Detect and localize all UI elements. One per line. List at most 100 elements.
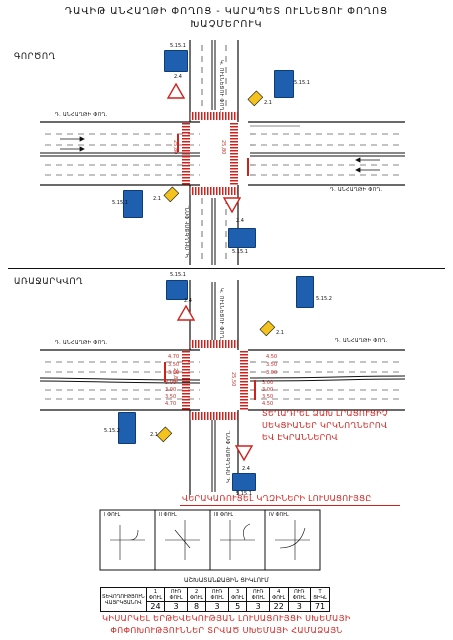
crosswalk [182,122,190,185]
yield-sign-icon [222,197,242,214]
bottom-panel-label: ԱՌԱՋԱՐԿՎՈՂ [14,277,83,287]
road-label: Կ. ՈՒԼՆԵՑՈՒ ՓՈՂ. [218,60,224,113]
width-label: 25,80 [172,368,178,383]
crosswalk [190,187,238,195]
width-label: 25,50 [230,372,236,387]
crosswalk [230,122,238,185]
yield-sign-icon [234,445,254,462]
width-label: 25,80 [172,140,178,155]
lane-width: 4.50 [262,401,274,407]
lane-width: 3.00 [165,387,177,393]
sign-id: 5.15.1 [232,249,248,255]
lane-direction-sign-icon [123,190,143,218]
timing-header: 1 ՓՈՒԼ [145,587,166,602]
timing-value: 71 [309,601,331,612]
lane-width: 4.50 [266,354,278,360]
sign-id: 5.15.1 [112,200,128,206]
traffic-light-icon [163,90,264,203]
sign-id: 2.1 [153,196,161,202]
yield-sign-icon [176,304,196,321]
sign-id: 5.15.1 [170,272,186,278]
lane-direction-sign-icon [228,228,256,248]
phase-label: I ՓՈՒԼ [104,512,121,518]
timing-value: 8 [186,601,207,612]
road-label: Կ. ՈՒԼՆԵՑՈՒ ՓՈՂ. [185,205,191,258]
timing-table: ՏԵՎՈՂՈՒԹՅՈՒՆ ՎԱՅՐԿՅԱՆՈՎ 1 ՓՈՒԼ ՈՒՌ ՓՈՒԼ … [100,587,331,612]
road-label: Կ. ՈՒԼՆԵՑՈՒ ՓՈՂ. [218,288,224,341]
lane-width: 3.50 [262,394,274,400]
phase-label: IV ՓՈՒԼ [269,512,289,518]
road-label: Դ. ԱՆՀԱՂԹԻ ՓՈՂ. [55,112,108,118]
yield-sign-icon [166,82,186,99]
panel-divider [8,268,445,269]
sign-id: 2.1 [276,330,284,336]
lane-width: 3.00 [165,380,177,386]
sign-id: 2.4 [242,466,250,472]
sign-id: 2.4 [184,298,192,304]
annotation-text: ՏԵՂԱԴՐԵԼ ՁԱԽ ԼՐԱՑՈՒՑԻՉ [262,409,388,418]
sign-id: 2.1 [264,100,272,106]
phase-label: III ՓՈՒԼ [214,512,234,518]
road-label: Դ. ԱՆՀԱՂԹԻ ՓՈՂ. [330,187,383,193]
phase-label: II ՓՈՒԼ [159,512,177,518]
sign-id: 5.15.2 [316,296,332,302]
sign-id: 2.4 [174,74,182,80]
lane-width: 3.50 [168,362,180,368]
timing-header: T ՑԻԿԼ [309,587,331,602]
footer-note: ԿԻՍԱՐԿԵԼ ԵՐԹԵՎԵԿՈՒԹՅԱՆ ԼՈՒՍԱՑՈՒՅՑԻ ՍԽԵՄԱ… [102,614,351,623]
timing-value: 5 [227,601,248,612]
footer-note: ՓՈՓՈԽՈՒԹՅՈՒՆՆԵՐ ՏՐՎԱԾ ՍԽԵՄԱՅԻ ՀԱՄԱՁԱՅՆ [110,626,343,635]
timing-value: 3 [205,601,229,612]
timing-header: ՈՒՌ ՓՈՒԼ [164,587,188,602]
traffic-light-icon [156,320,276,443]
lane-width: 3.00 [262,380,274,386]
timing-header: 4 ՓՈՒԼ [268,587,289,602]
sign-id: 5.15.1 [236,491,252,497]
lane-direction-sign-icon [274,70,294,98]
road-label: Դ. ԱՆՀԱՂԹԻ ՓՈՂ. [55,340,108,346]
timing-table-title: ԱՇԽԱՏԱՆՔԱՅԻՆ ՑԻԿԼՈՒՄ [184,577,269,584]
page-title: ԴԱՎԻԹ ԱՆՀԱՂԹԻ ՓՈՂՈՑ - ԿԱՐԱՊԵՏ ՈՒԼՆԵՑՈՒ Փ… [64,6,389,17]
lane-width: 3.00 [266,370,278,376]
width-label: 25,80 [220,140,226,155]
crosswalk [190,112,238,120]
annotation-text: ՍԵԿՑԻԱՆԵՐ ԿՐԿՆՈՂՆԵՐՈՎ [262,421,388,430]
timing-value: 3 [164,601,188,612]
lane-width: 3.00 [262,387,274,393]
sign-id: 2.4 [236,218,244,224]
annotation-text: ԵՎ ԷԿՐԱՆՆԵՐՈՎ [262,433,338,442]
page-subtitle: ԽԱՉՄԵՐՈՒԿ [190,19,263,30]
lane-arrow-icon [60,136,380,173]
lane-width: 3.00 [168,370,180,376]
timing-header: ՈՒՌ ՓՈՒԼ [287,587,311,602]
annotation-text: ՎԵՐԱԿԱՌՈՒՑԵԼ ԿՂԶԻՆԵՐԻ ԼՈՒՍԱՑՈՒՅՑԸ [182,494,372,503]
timing-header: 3 ՓՈՒԼ [227,587,248,602]
sign-id: 5.15.1 [170,43,186,49]
lane-direction-sign-icon [118,412,136,444]
road-label: Դ. ԱՆՀԱՂԹԻ ՓՈՂ. [335,338,388,344]
timing-value: 3 [246,601,270,612]
lane-direction-sign-icon [166,280,188,300]
lane-direction-sign-icon [164,50,188,72]
lane-width: 3.50 [165,394,177,400]
timing-value: 3 [287,601,311,612]
lane-width: 4.70 [168,354,180,360]
lane-width: 3.50 [266,362,278,368]
top-intersection [40,40,405,265]
sign-id: 5.15.2 [104,428,120,434]
sign-id: 2.1 [150,432,158,438]
sign-id: 5.15.1 [294,80,310,86]
phase-diagrams [99,509,321,571]
lane-direction-sign-icon [232,473,256,491]
annotation-underline [180,505,400,506]
top-panel-label: ԳՈՐԾՈՂ [14,52,56,62]
timing-header: 2 ՓՈՒԼ [186,587,207,602]
lane-direction-sign-icon [296,276,314,308]
timing-header: ՈՒՌ ՓՈՒԼ [246,587,270,602]
timing-value: 24 [145,601,166,612]
timing-value: 22 [268,601,289,612]
timing-row-label: ՏԵՎՈՂՈՒԹՅՈՒՆ ՎԱՅՐԿՅԱՆՈՎ [100,587,147,612]
bottom-intersection [39,280,406,495]
timing-header: ՈՒՌ ՓՈՒԼ [205,587,229,602]
